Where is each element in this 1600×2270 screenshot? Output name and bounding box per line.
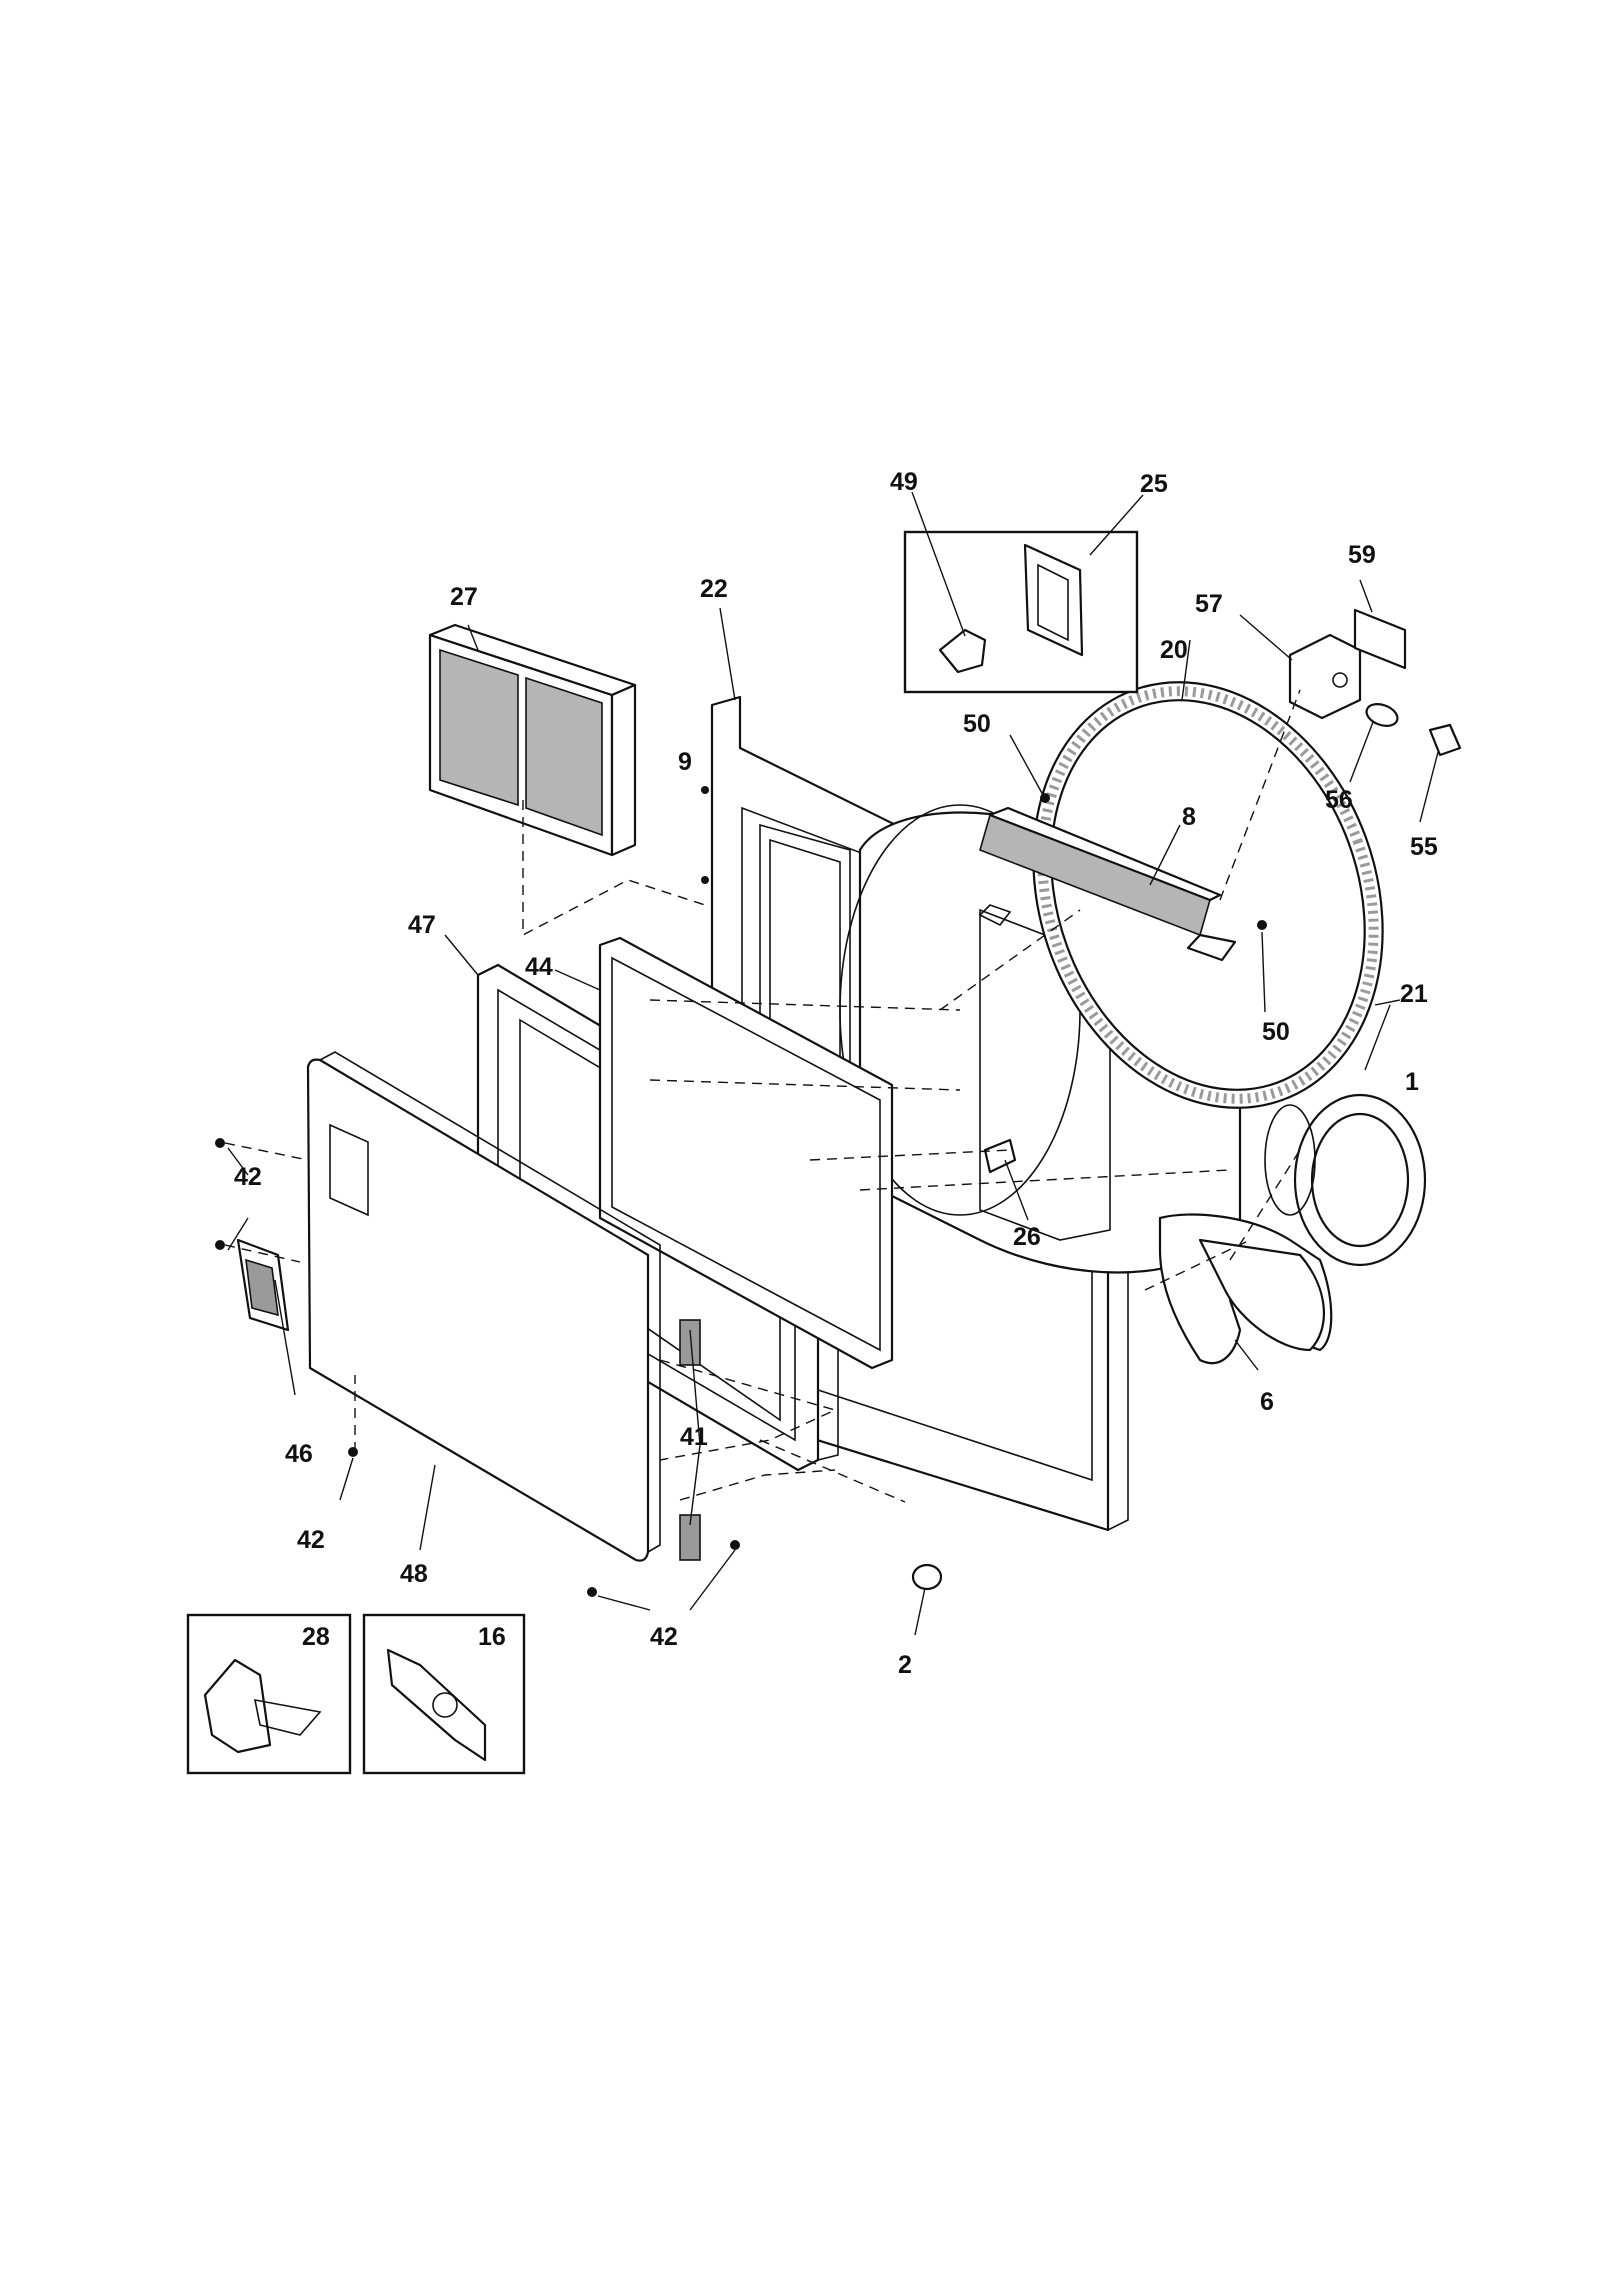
callout-42-top: 42 [234,1163,262,1191]
callout-57: 57 [1195,590,1223,618]
leader-lines [227,491,1439,1636]
callout-8: 8 [1182,803,1196,831]
callout-44: 44 [525,953,553,981]
part-41-hinges [679,1319,701,1561]
part-57-lamp-socket [1288,633,1362,720]
callout-41: 41 [680,1423,708,1451]
callout-28: 28 [302,1623,330,1651]
part-2-leveling-leg [911,1563,943,1591]
callout-50-right: 50 [1262,1018,1290,1046]
callout-48: 48 [400,1560,428,1588]
part-48-outer-door [306,1051,661,1562]
callout-27: 27 [450,583,478,611]
callout-25: 25 [1140,470,1168,498]
callout-26: 26 [1013,1223,1041,1251]
callout-1: 1 [1405,1068,1419,1096]
callout-20: 20 [1160,636,1188,664]
callout-59: 59 [1348,541,1376,569]
assembly-dashed-lines [224,689,1301,1503]
part-26-drum-slide [978,904,1017,1174]
part-55-lamp-switch [1428,723,1462,757]
part-44-door-gasket [598,936,894,1370]
callout-9: 9 [678,748,692,776]
inset-49-25 [903,530,1139,694]
callout-21: 21 [1400,980,1428,1008]
part-1-duct-seal [1264,1093,1427,1267]
callout-49: 49 [890,468,918,496]
callout-50-top: 50 [963,710,991,738]
callout-22: 22 [700,575,728,603]
screws [215,786,1267,1597]
callout-42-bottom: 42 [650,1623,678,1651]
inset-28 [186,1613,352,1775]
part-8-lint-screen-housing [979,806,1237,962]
part-56-lamp-bulb [1365,703,1399,727]
callout-2: 2 [898,1651,912,1679]
callout-42-left: 42 [297,1526,325,1554]
callout-16: 16 [478,1623,506,1651]
callout-55: 55 [1410,833,1438,861]
part-6-exhaust-duct [1158,1213,1333,1365]
callout-46: 46 [285,1440,313,1468]
part-59-lamp-cover [1353,608,1407,670]
part-27-lint-filter [428,623,637,857]
callout-6: 6 [1260,1388,1274,1416]
callout-56: 56 [1325,786,1353,814]
callout-47: 47 [408,911,436,939]
inset-16 [362,1613,526,1775]
callout-labels: 1 2 6 8 9 16 20 21 22 25 26 27 28 41 42 … [234,468,1438,1679]
part-46-door-catch [236,1238,290,1332]
